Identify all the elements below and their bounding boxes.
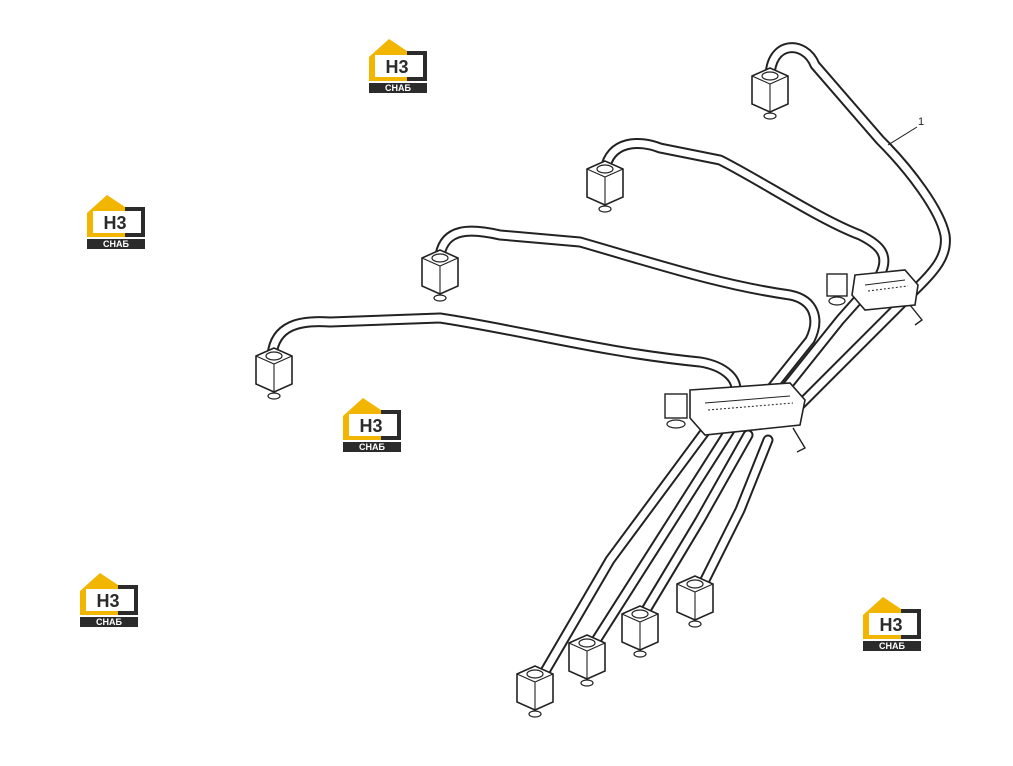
- pipe-lower-3: [634, 429, 754, 626]
- svg-text:H3: H3: [359, 416, 382, 436]
- nut-pipe-3-top: [421, 249, 459, 302]
- clamp-lower: [664, 382, 806, 453]
- watermark-logo: H3 СНАБ: [861, 595, 923, 653]
- pipe-lower-1: [534, 419, 716, 686]
- pipe-2: [599, 138, 890, 401]
- pipe-4: [266, 312, 742, 401]
- nut-pipe-2-top: [586, 160, 624, 213]
- watermark-logo: H3 СНАБ: [85, 193, 147, 251]
- svg-text:H3: H3: [103, 213, 126, 233]
- pipe-group: [266, 42, 951, 686]
- watermark-logo: H3 СНАБ: [367, 37, 429, 95]
- svg-text:H3: H3: [385, 57, 408, 77]
- watermark-logo: H3 СНАБ: [341, 396, 403, 454]
- callout-leader: [887, 126, 918, 146]
- svg-text:СНАБ: СНАБ: [103, 239, 129, 249]
- nut-lower-4: [676, 575, 714, 628]
- svg-text:H3: H3: [96, 591, 119, 611]
- nut-pipe-4-top: [255, 347, 293, 400]
- svg-text:H3: H3: [879, 615, 902, 635]
- nut-lower-3: [621, 605, 659, 658]
- pipe-1: [764, 42, 951, 421]
- svg-text:СНАБ: СНАБ: [96, 617, 122, 627]
- pipe-lower-4: [694, 434, 774, 596]
- svg-text:СНАБ: СНАБ: [879, 641, 905, 651]
- clamp-upper: [826, 269, 924, 326]
- nut-pipe-1-top: [751, 67, 789, 120]
- part-number-callout: 1: [918, 116, 925, 128]
- nut-lower-2: [568, 634, 606, 687]
- pipe-3: [434, 225, 821, 396]
- svg-text:СНАБ: СНАБ: [385, 83, 411, 93]
- svg-text:СНАБ: СНАБ: [359, 442, 385, 452]
- nut-lower-1: [516, 665, 554, 718]
- pipe-lower-2: [584, 424, 736, 656]
- watermark-logo: H3 СНАБ: [78, 571, 140, 629]
